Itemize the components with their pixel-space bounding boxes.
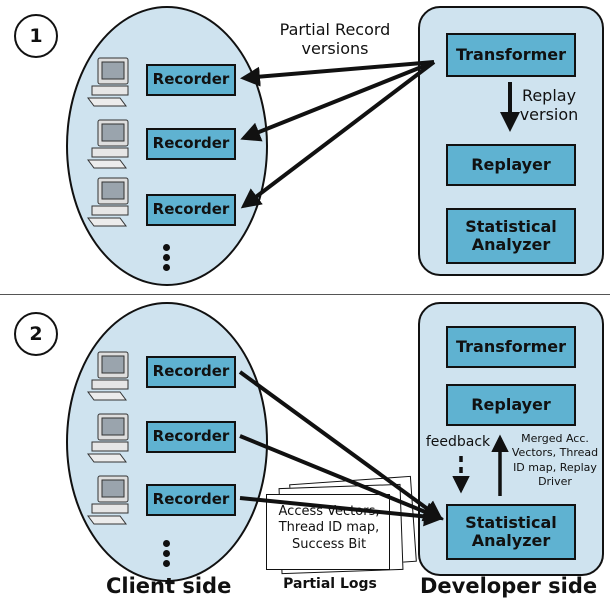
recorder-box: Recorder [146, 64, 236, 96]
computer-icon [87, 475, 129, 525]
transformer-box: Transformer [446, 326, 576, 368]
step-1-badge: 1 [14, 14, 58, 58]
panel-separator [0, 294, 610, 295]
version-arrow [240, 60, 435, 142]
merged-vectors-label: Merged Acc. Vectors, Thread ID map, Repl… [511, 432, 599, 488]
replayer-box: Replayer [446, 384, 576, 426]
more-clients-ellipsis [163, 540, 170, 570]
computer-icon [87, 413, 129, 463]
more-clients-ellipsis [163, 244, 170, 274]
log-arrow [239, 496, 444, 527]
statistical-analyzer-box: Statistical Analyzer [446, 504, 576, 560]
transformer-box: Transformer [446, 33, 576, 77]
replayer-box: Replayer [446, 144, 576, 186]
recorder-box: Recorder [146, 356, 236, 388]
computer-icon [87, 177, 129, 227]
computer-icon [87, 351, 129, 401]
computer-icon [87, 57, 129, 107]
partial-log-contents: Access Vectors, Thread ID map, Success B… [278, 504, 380, 552]
recorder-box: Recorder [146, 194, 236, 226]
log-arrow [238, 370, 444, 521]
computer-icon [87, 119, 129, 169]
statistical-analyzer-box: Statistical Analyzer [446, 208, 576, 264]
log-arrow [239, 434, 444, 522]
partial-record-versions-label: Partial Record versions [279, 20, 391, 59]
recorder-box: Recorder [146, 421, 236, 453]
replay-version-label: Replay version [519, 86, 579, 125]
developer-side-caption: Developer side [420, 574, 598, 598]
version-arrow [240, 60, 435, 87]
recorder-box: Recorder [146, 128, 236, 160]
feedback-label: feedback [425, 434, 491, 450]
partial-logs-caption: Partial Logs [283, 576, 377, 592]
step-2-badge: 2 [14, 312, 58, 356]
client-side-caption: Client side [106, 574, 232, 598]
version-arrow [240, 60, 436, 209]
recorder-box: Recorder [146, 484, 236, 516]
